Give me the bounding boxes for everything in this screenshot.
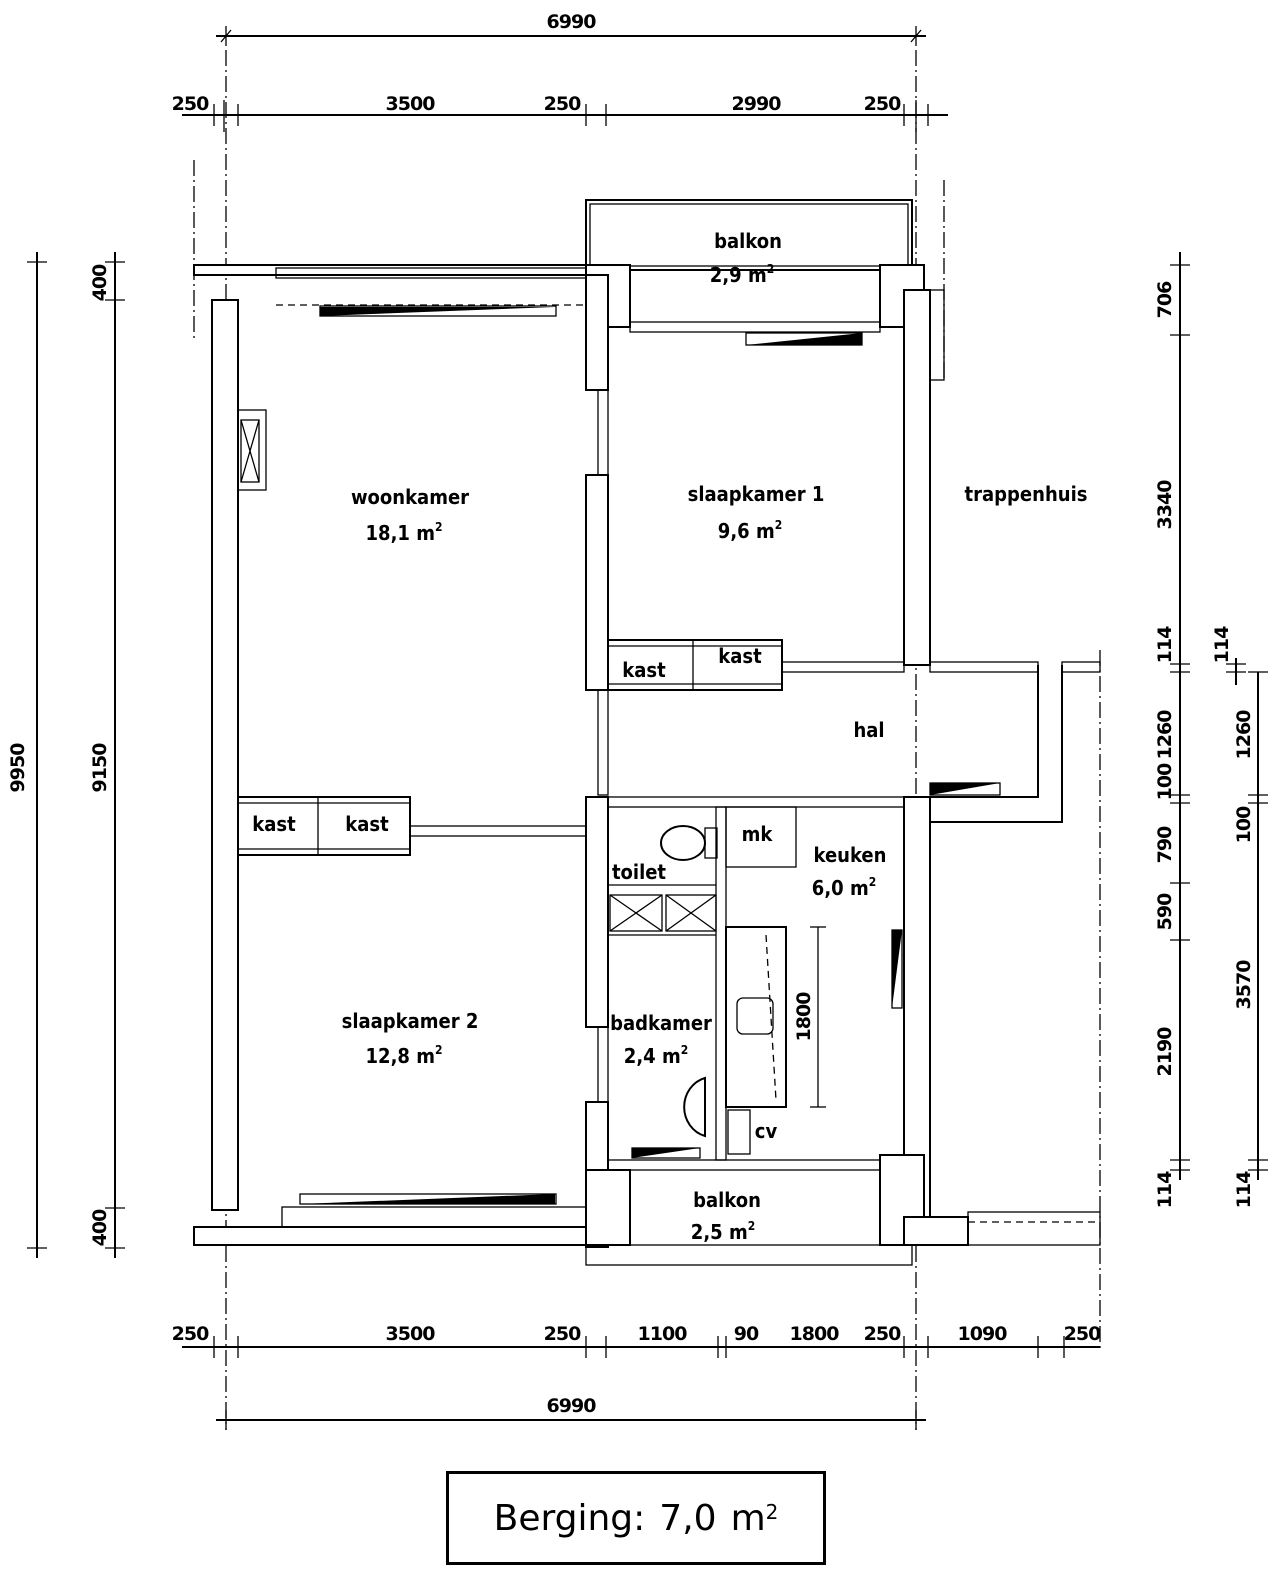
svg-text:6990: 6990 bbox=[547, 1395, 597, 1417]
svg-text:slaapkamer 1: slaapkamer 1 bbox=[688, 482, 825, 506]
room-woonkamer: woonkamer 18,1 m2 bbox=[351, 485, 469, 545]
svg-text:kast: kast bbox=[718, 644, 762, 668]
svg-text:3340: 3340 bbox=[1154, 480, 1176, 530]
svg-text:250: 250 bbox=[172, 1323, 209, 1345]
svg-text:114: 114 bbox=[1233, 1171, 1255, 1208]
dimension-bottom-chain: 250 3500 250 1100 90 1800 250 1090 250 bbox=[172, 1323, 1102, 1358]
svg-text:2,5 m2: 2,5 m2 bbox=[691, 1219, 755, 1244]
svg-text:250: 250 bbox=[1064, 1323, 1101, 1345]
svg-text:hal: hal bbox=[853, 718, 884, 742]
dim-top-total: 6990 bbox=[547, 11, 597, 33]
svg-text:9,6 m2: 9,6 m2 bbox=[718, 518, 782, 543]
svg-text:114: 114 bbox=[1211, 626, 1233, 663]
svg-text:trappenhuis: trappenhuis bbox=[965, 482, 1088, 506]
room-trappenhuis: trappenhuis bbox=[965, 482, 1088, 506]
svg-text:114: 114 bbox=[1154, 1171, 1176, 1208]
svg-text:400: 400 bbox=[89, 264, 111, 301]
svg-text:1260: 1260 bbox=[1154, 710, 1176, 760]
svg-text:1100: 1100 bbox=[638, 1323, 688, 1345]
svg-text:18,1 m2: 18,1 m2 bbox=[366, 520, 443, 545]
svg-text:114: 114 bbox=[1154, 626, 1176, 663]
room-toilet: toilet bbox=[612, 860, 666, 884]
kast-slaapkamer-1: kast kast bbox=[622, 644, 762, 682]
dimension-right: 706 3340 114 1260 100 790 590 2190 114 1… bbox=[1154, 252, 1268, 1208]
svg-text:woonkamer: woonkamer bbox=[351, 485, 469, 509]
svg-text:6,0 m2: 6,0 m2 bbox=[812, 875, 876, 900]
storage-label: Berging: bbox=[493, 1497, 646, 1539]
room-keuken: keuken 6,0 m2 bbox=[812, 843, 887, 900]
svg-text:9150: 9150 bbox=[89, 743, 111, 793]
svg-text:balkon: balkon bbox=[714, 229, 782, 253]
svg-text:3570: 3570 bbox=[1233, 960, 1255, 1010]
svg-text:250: 250 bbox=[172, 93, 209, 115]
svg-text:1090: 1090 bbox=[958, 1323, 1008, 1345]
svg-text:250: 250 bbox=[544, 93, 581, 115]
svg-text:100: 100 bbox=[1154, 763, 1176, 800]
svg-text:1800: 1800 bbox=[790, 1323, 840, 1345]
svg-text:250: 250 bbox=[864, 1323, 901, 1345]
dimension-top-total: 6990 bbox=[216, 11, 926, 46]
dimension-top-chain: 250 3500 250 2990 250 bbox=[172, 93, 948, 132]
svg-text:706: 706 bbox=[1154, 281, 1176, 318]
svg-text:mk: mk bbox=[742, 822, 774, 846]
room-slaapkamer-2: slaapkamer 2 12,8 m2 bbox=[342, 1009, 479, 1068]
svg-text:slaapkamer 2: slaapkamer 2 bbox=[342, 1009, 479, 1033]
svg-text:400: 400 bbox=[89, 1209, 111, 1246]
storage-exp: 2 bbox=[765, 1500, 779, 1524]
svg-text:2,4 m2: 2,4 m2 bbox=[624, 1043, 688, 1068]
room-balkon-top: balkon 2,9 m2 bbox=[710, 229, 782, 287]
svg-text:9950: 9950 bbox=[7, 743, 29, 793]
dimension-left: 9950 400 9150 400 bbox=[7, 252, 125, 1258]
svg-text:590: 590 bbox=[1154, 893, 1176, 930]
svg-text:cv: cv bbox=[755, 1119, 778, 1143]
svg-text:100: 100 bbox=[1233, 806, 1255, 843]
svg-text:keuken: keuken bbox=[814, 843, 887, 867]
room-mk: mk bbox=[742, 822, 774, 846]
kast-slaapkamer-2: kast kast bbox=[252, 812, 389, 836]
svg-text:2990: 2990 bbox=[732, 93, 782, 115]
svg-text:250: 250 bbox=[544, 1323, 581, 1345]
room-slaapkamer-1: slaapkamer 1 9,6 m2 bbox=[688, 482, 825, 543]
dim-kitchen-counter: 1800 bbox=[793, 992, 815, 1042]
svg-text:kast: kast bbox=[252, 812, 296, 836]
svg-text:12,8 m2: 12,8 m2 bbox=[366, 1043, 443, 1068]
storage-unit: m bbox=[730, 1497, 766, 1539]
room-cv: cv bbox=[755, 1119, 778, 1143]
room-balkon-bottom: balkon 2,5 m2 bbox=[691, 1188, 761, 1244]
room-hal: hal bbox=[853, 718, 884, 742]
svg-text:250: 250 bbox=[864, 93, 901, 115]
svg-text:balkon: balkon bbox=[693, 1188, 761, 1212]
svg-text:90: 90 bbox=[734, 1323, 759, 1345]
svg-text:1260: 1260 bbox=[1233, 710, 1255, 760]
storage-value: 7,0 bbox=[659, 1497, 717, 1539]
svg-text:2,9 m2: 2,9 m2 bbox=[710, 262, 774, 287]
dimension-bottom-total: 6990 bbox=[216, 1395, 926, 1430]
svg-text:toilet: toilet bbox=[612, 860, 666, 884]
room-badkamer: badkamer 2,4 m2 bbox=[610, 1011, 712, 1068]
svg-text:badkamer: badkamer bbox=[610, 1011, 712, 1035]
svg-text:3500: 3500 bbox=[386, 93, 436, 115]
svg-text:790: 790 bbox=[1154, 826, 1176, 863]
svg-text:kast: kast bbox=[345, 812, 389, 836]
svg-text:2190: 2190 bbox=[1154, 1027, 1176, 1077]
svg-text:kast: kast bbox=[622, 658, 666, 682]
svg-text:3500: 3500 bbox=[386, 1323, 436, 1345]
